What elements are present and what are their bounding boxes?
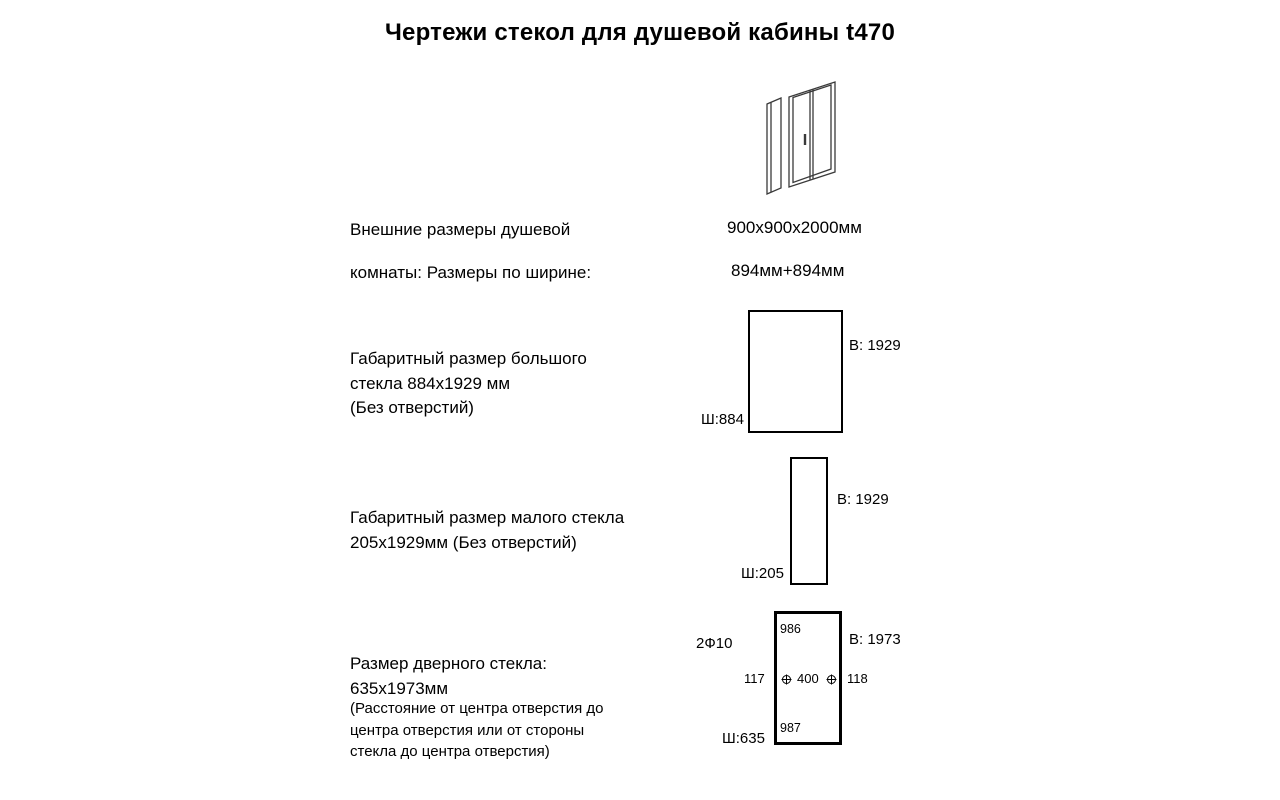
door-glass-note-line2: центра отверстия или от стороны — [350, 721, 585, 739]
small-glass-width-label: Ш:205 — [741, 565, 784, 582]
large-glass-height-label: В: 1929 — [849, 337, 901, 354]
door-glass-rect — [774, 611, 842, 745]
hole-marker-right-icon — [826, 674, 837, 685]
large-glass-width-label: Ш:884 — [701, 411, 744, 428]
large-glass-label-line3: (Без отверстий) — [350, 398, 474, 417]
door-glass-note-line1: (Расстояние от центра отверстия до — [350, 700, 604, 717]
door-glass-top-dim: 986 — [780, 622, 801, 636]
small-glass-label-line1: Габаритный размер малого стекла — [350, 508, 625, 527]
door-glass-label-line2: 635х1973мм — [350, 678, 449, 698]
door-glass-height-label: В: 1973 — [849, 631, 901, 648]
door-glass-bottom-dim: 987 — [780, 721, 801, 735]
door-glass-label-line1: Размер дверного стекла: — [350, 654, 547, 673]
width-sizes-value: 894мм+894мм — [731, 261, 845, 280]
large-glass-rect — [748, 310, 843, 433]
hole-marker-left-icon — [781, 674, 792, 685]
small-glass-label: Габаритный размер малого стекла 205х1929… — [350, 506, 624, 555]
door-glass-left-dim: 117 — [744, 671, 765, 686]
door-glass-center-dim: 400 — [797, 671, 819, 686]
page-title: Чертежи стекол для душевой кабины t470 — [384, 19, 896, 46]
door-glass-note: (Расстояние от центра отверстия до центр… — [350, 698, 604, 763]
overall-size-label: Внешние размеры душевой — [350, 220, 571, 239]
door-glass-note-line3: стекла до центра отверстия) — [350, 743, 550, 760]
door-glass-width-label: Ш:635 — [722, 730, 765, 747]
door-glass-hole-spec: 2Ф10 — [696, 635, 733, 652]
width-sizes-label: комнаты: Размеры по ширине: — [350, 263, 592, 282]
shower-cabin-sketch — [755, 78, 855, 200]
small-glass-height-label: В: 1929 — [837, 491, 889, 508]
small-glass-rect — [790, 457, 828, 585]
large-glass-label-line2: стекла 884х1929 мм — [350, 373, 511, 393]
overall-size-value: 900х900х2000мм — [727, 218, 862, 237]
large-glass-label-line1: Габаритный размер большого — [350, 349, 587, 368]
large-glass-label: Габаритный размер большого стекла 884х19… — [350, 347, 587, 421]
shower-cabin-sketch-icon — [766, 81, 836, 195]
small-glass-label-line2: 205х1929мм (Без отверстий) — [350, 532, 577, 552]
door-glass-right-dim: 118 — [847, 671, 868, 686]
door-glass-label: Размер дверного стекла: 635х1973мм — [350, 652, 547, 701]
